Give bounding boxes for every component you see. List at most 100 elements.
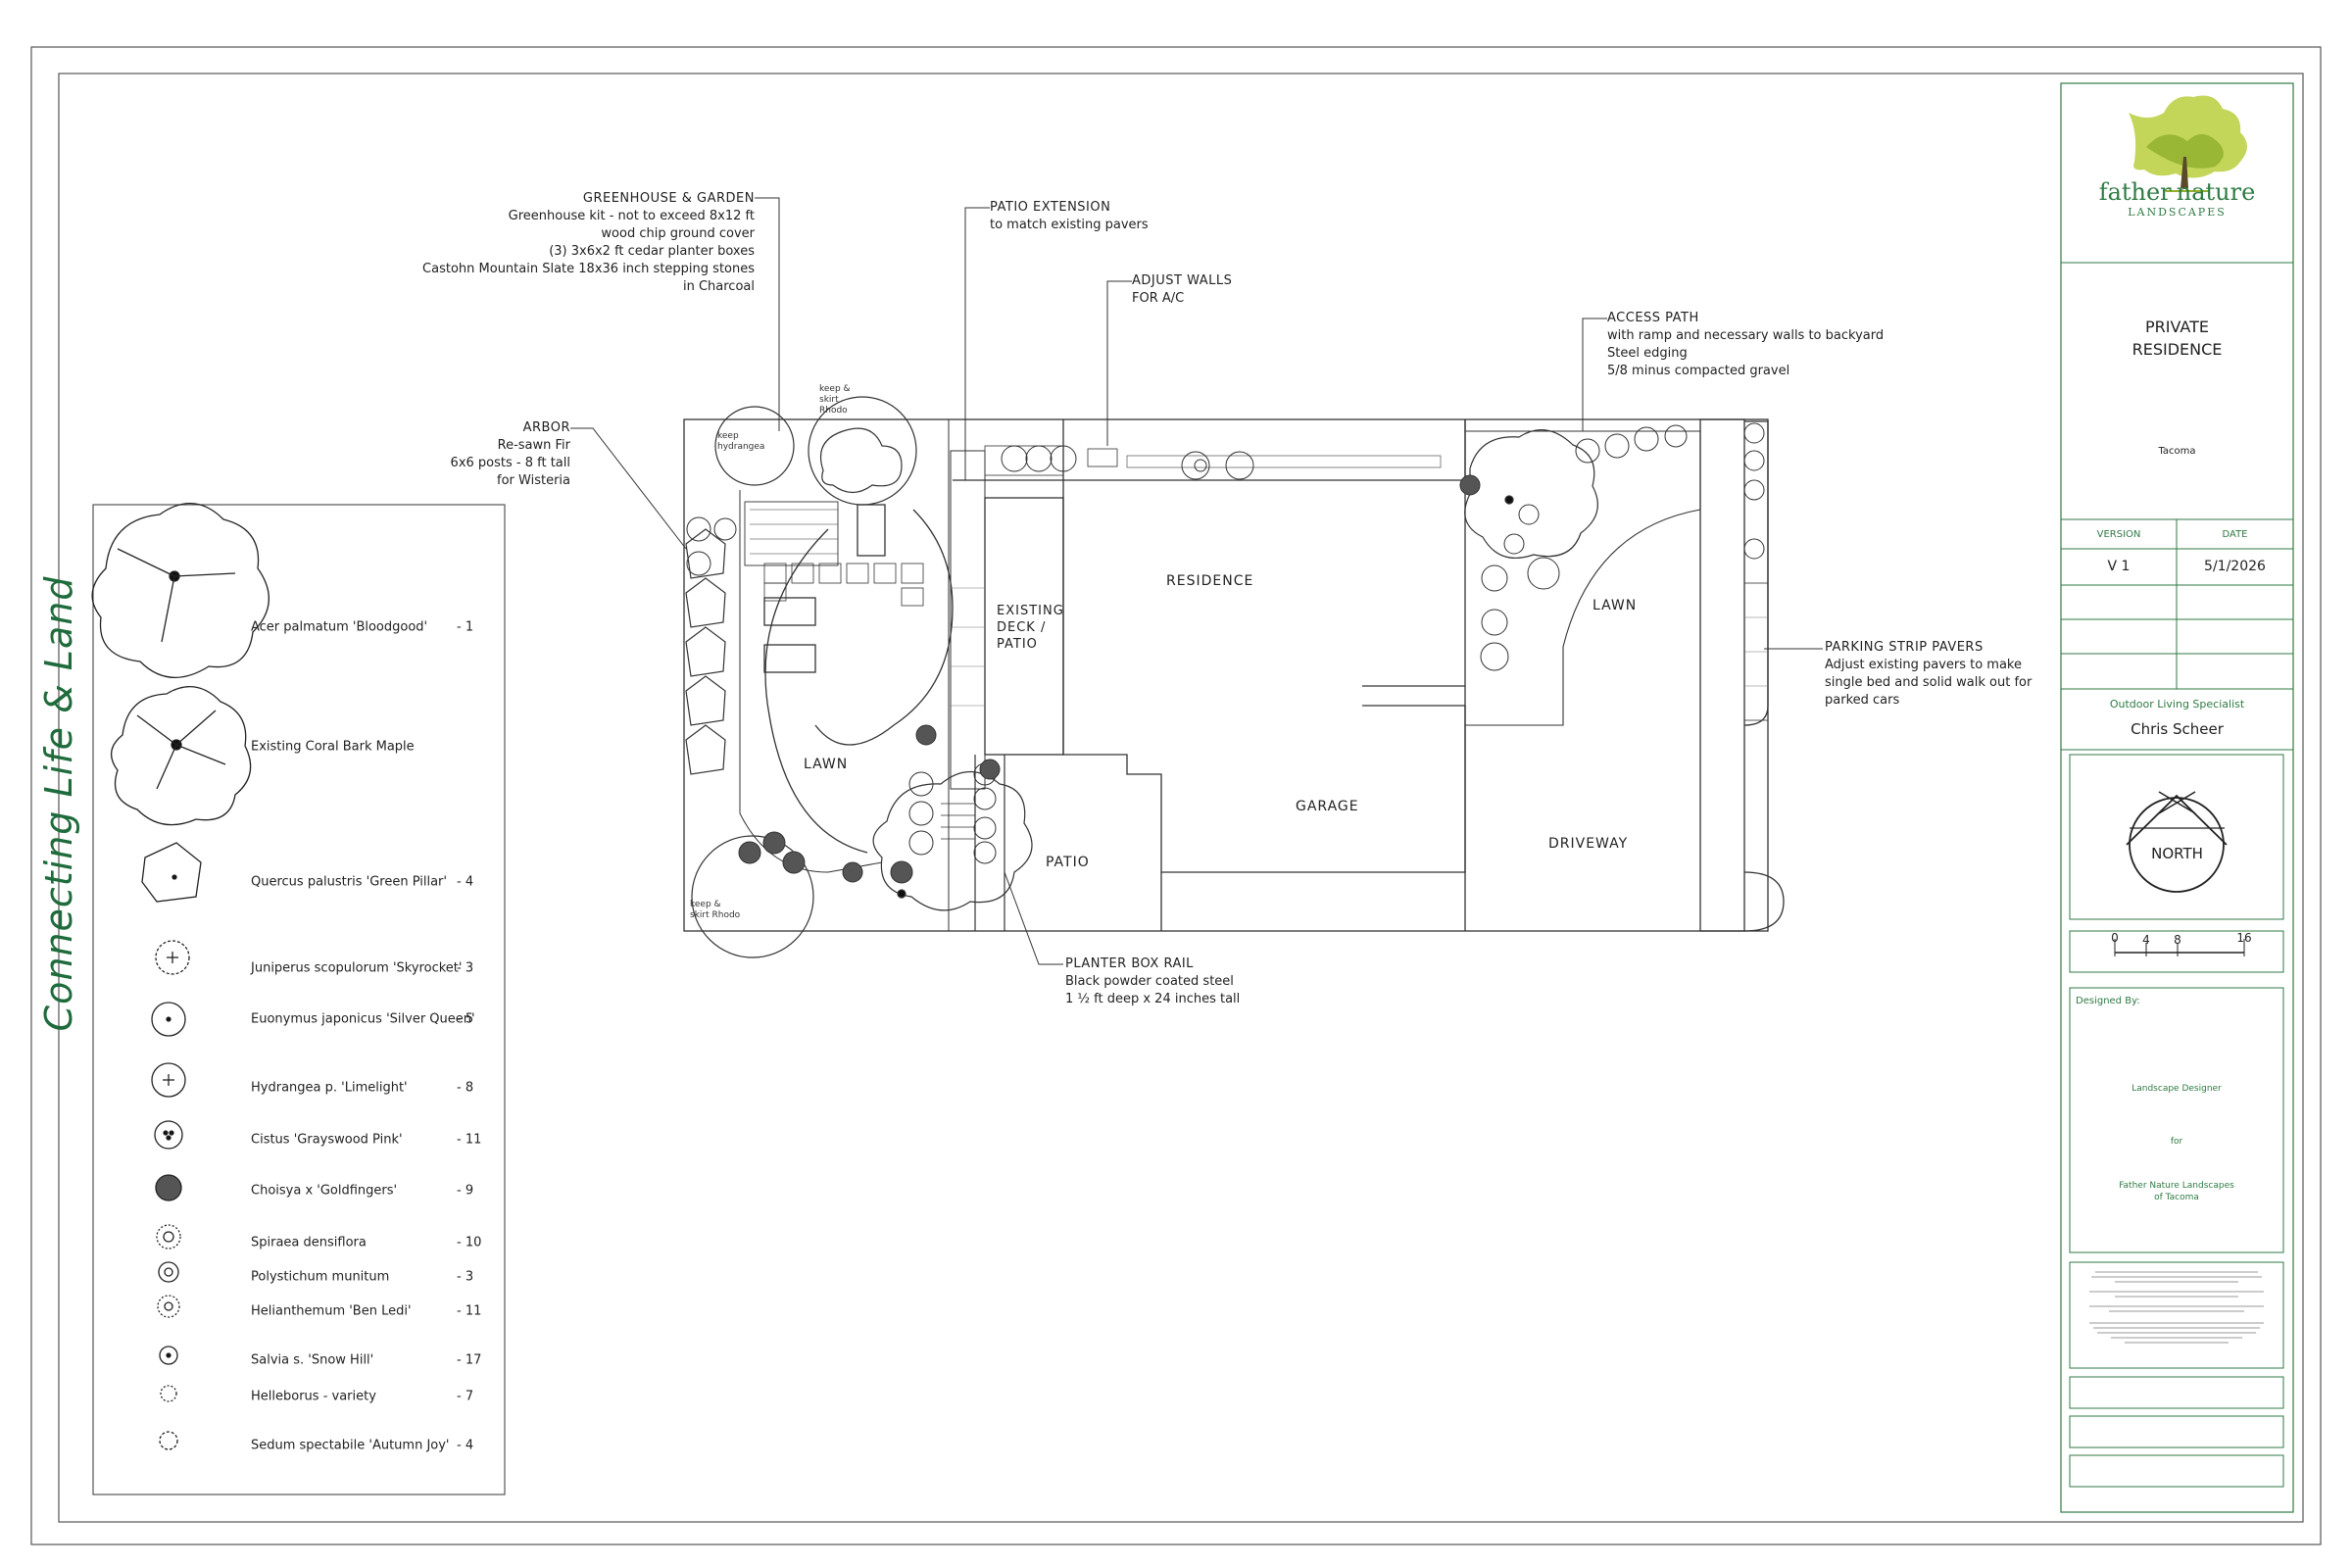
logo-sub: LANDSCAPES (2128, 206, 2227, 219)
legend-count: - 4 (457, 1438, 474, 1453)
planter-box (763, 644, 816, 673)
designed-by-label: Designed By: (2076, 996, 2140, 1006)
logo-word-nature: nature (2176, 178, 2256, 206)
title-block (2060, 82, 2294, 1513)
plan-shrubs (686, 422, 1765, 884)
legend-large-tree (91, 502, 270, 678)
version-value: V 1 (2107, 559, 2131, 574)
legend-row: Acer palmatum 'Bloodgood' - 1 (94, 608, 486, 647)
project-name-line: RESIDENCE (2132, 340, 2223, 359)
callout-line: single bed and solid walk out for (1825, 675, 2033, 690)
legend-count: - 11 (457, 1132, 482, 1148)
logo-text: father nature LANDSCAPES (2061, 178, 2293, 219)
specialist-role: Outdoor Living Specialist (2109, 698, 2245, 710)
callout-title: ARBOR (522, 420, 570, 435)
area-patio: PATIO (1046, 855, 1090, 870)
callout-line: for Wisteria (497, 473, 570, 488)
callout-line: wood chip ground cover (601, 226, 755, 241)
site-plan (683, 418, 1785, 932)
greenhouse (744, 501, 839, 566)
scale-tick-4: 4 (2142, 933, 2150, 947)
callout-patio-extension: PATIO EXTENSION to match existing pavers (990, 199, 1149, 234)
legend-name: Cistus 'Grayswood Pink' (251, 1132, 403, 1148)
legend-count: - 4 (457, 874, 474, 890)
project-location: Tacoma (2158, 446, 2196, 457)
designer-for: for (2170, 1137, 2183, 1147)
legend-name: Existing Coral Bark Maple (251, 739, 415, 755)
legend-box (92, 504, 506, 1495)
callout-adjust-walls: ADJUST WALLS FOR A/C (1132, 272, 1232, 308)
residence-outline (1062, 419, 1466, 481)
version-header: VERSION (2096, 529, 2141, 540)
area-lawn-left: LAWN (804, 757, 849, 772)
logo-tree-icon (2129, 95, 2247, 192)
legend-count: - 7 (457, 1389, 474, 1404)
legend-count: - 11 (457, 1303, 482, 1319)
legend-name: Juniperus scopulorum 'Skyrocket' (251, 960, 463, 976)
callout-line: Re-sawn Fir (497, 438, 570, 453)
legend-count: - 17 (457, 1352, 482, 1368)
legend-name: Helianthemum 'Ben Ledi' (251, 1303, 412, 1319)
callout-line: 1 ½ ft deep x 24 inches tall (1065, 992, 1241, 1006)
legend-name: Helleborus - variety (251, 1389, 376, 1404)
callout-title: PATIO EXTENSION (990, 200, 1111, 215)
note-keep-rhodo-top: keep & skirt Rhodo (819, 384, 851, 416)
north-label: NORTH (2151, 845, 2203, 862)
disclaimer-fineprint (2089, 1271, 2264, 1344)
sheet-border-inner (58, 73, 2304, 1523)
scale-bar (2114, 939, 2245, 956)
legend-name: Quercus palustris 'Green Pillar' (251, 874, 447, 890)
legend-count: - 1 (457, 619, 474, 635)
legend-row: Helleborus - variety - 7 (94, 1377, 486, 1416)
logo-word-father: father (2098, 178, 2172, 206)
existing-rhodo-top (808, 396, 917, 506)
legend-count: - 3 (457, 960, 474, 976)
legend-row: Choisya x 'Goldfingers'- 9 (94, 1171, 486, 1210)
project-name: PRIVATE RESIDENCE (2061, 316, 2293, 361)
legend-row: Sedum spectabile 'Autumn Joy' - 4 (94, 1426, 486, 1465)
callout-line: Black powder coated steel (1065, 974, 1234, 989)
scale-tick-8: 8 (2174, 933, 2181, 947)
callout-line: with ramp and necessary walls to backyar… (1607, 328, 1885, 343)
company-name: Father Nature Landscapes of Tacoma (2070, 1180, 2283, 1203)
area-deck-line: DECK / (997, 620, 1047, 635)
callout-title: ACCESS PATH (1607, 311, 1699, 325)
sheet-border-outer (30, 46, 2322, 1545)
legend-row: Cistus 'Grayswood Pink' - 11 (94, 1120, 486, 1159)
legend-count: - 5 (457, 1011, 474, 1027)
callout-title: PARKING STRIP PAVERS (1825, 640, 1984, 655)
area-deck-line: EXISTING (997, 604, 1064, 618)
legend-name: Euonymus japonicus 'Silver Queen' (251, 1011, 475, 1027)
legend-name: Polystichum munitum (251, 1269, 390, 1285)
callout-arbor: ARBOR Re-sawn Fir 6x6 posts - 8 ft tall … (451, 419, 570, 490)
date-value: 5/1/2026 (2204, 559, 2266, 574)
callout-title: ADJUST WALLS (1132, 273, 1233, 288)
legend-name: Acer palmatum 'Bloodgood' (251, 619, 428, 635)
area-deck-line: PATIO (997, 637, 1038, 652)
callout-line: Castohn Mountain Slate 18x36 inch steppi… (422, 262, 755, 276)
project-name-line: PRIVATE (2145, 318, 2209, 336)
specialist-name: Chris Scheer (2131, 720, 2224, 738)
scale-tick-0: 0 (2111, 931, 2119, 945)
callout-line: FOR A/C (1132, 291, 1185, 306)
area-garage: GARAGE (1296, 799, 1359, 814)
designer-role: Landscape Designer (2132, 1084, 2222, 1094)
coral-bark-maple (872, 771, 1033, 911)
note-keep-hydrangea: keep hydrangea (717, 431, 765, 452)
callout-title: GREENHOUSE & GARDEN (582, 191, 755, 206)
note-keep-rhodo-bottom: keep & skirt Rhodo (690, 900, 741, 920)
date-header: DATE (2222, 529, 2248, 540)
callout-line: Steel edging (1607, 346, 1688, 361)
north-arrow-icon (2126, 791, 2228, 893)
patio-extension (950, 450, 986, 790)
company-line: Father Nature Landscapes (2119, 1181, 2234, 1191)
keep-hydrangea-circle (714, 406, 795, 486)
callout-planter-rail: PLANTER BOX RAIL Black powder coated ste… (1065, 956, 1240, 1008)
callout-title: PLANTER BOX RAIL (1065, 956, 1194, 971)
legend-row: Helianthemum 'Ben Ledi' - 11 (94, 1292, 486, 1331)
planter-box (763, 597, 816, 626)
legend-count: - 3 (457, 1269, 474, 1285)
legend-name: Sedum spectabile 'Autumn Joy' (251, 1438, 450, 1453)
legend-row: Hydrangea p. 'Limelight'- 8 (94, 1068, 486, 1107)
callout-access-path: ACCESS PATH with ramp and necessary wall… (1607, 310, 1884, 380)
